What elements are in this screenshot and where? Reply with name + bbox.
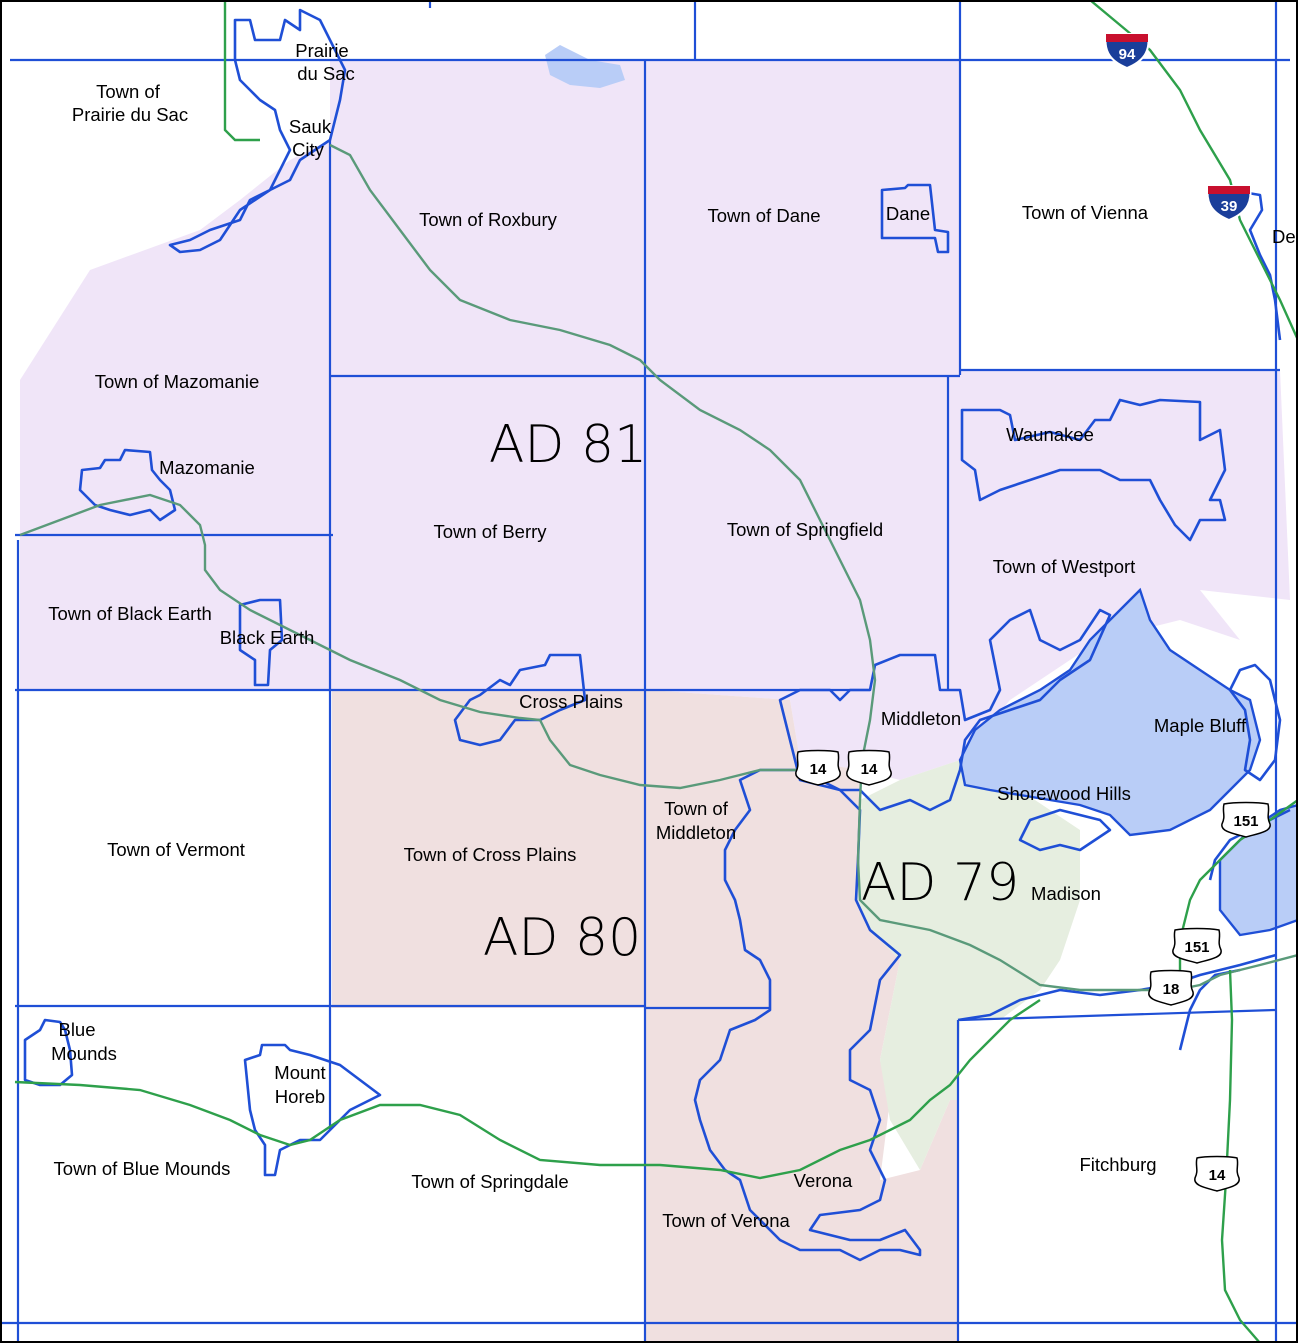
label-black-earth: Black Earth xyxy=(220,627,315,648)
district-label-ad79: AD 79 xyxy=(861,853,1019,913)
interstate-94-number: 94 xyxy=(1119,46,1136,63)
label-de-fragment: De xyxy=(1272,226,1296,247)
label-town-berry: Town of Berry xyxy=(433,521,547,542)
label-fitchburg: Fitchburg xyxy=(1079,1154,1156,1175)
us-14-shield-a: 14 xyxy=(795,749,841,786)
label-town-roxbury: Town of Roxbury xyxy=(419,209,558,230)
us-14-number-b: 14 xyxy=(861,761,878,778)
us-18-shield: 18 xyxy=(1148,969,1194,1006)
label-town-dane: Town of Dane xyxy=(707,205,820,226)
us-14-number-c: 14 xyxy=(1209,1167,1226,1184)
label-blue-mounds-line2: Mounds xyxy=(51,1043,117,1064)
label-town-prairie-du-sac-line2: Prairie du Sac xyxy=(72,104,188,125)
label-prairie-du-sac-line2: du Sac xyxy=(297,63,355,84)
label-maple-bluff: Maple Bluff xyxy=(1154,715,1247,736)
label-town-verona: Town of Verona xyxy=(662,1210,790,1231)
highway-lines xyxy=(14,0,1298,1343)
label-mount-horeb-line2: Horeb xyxy=(275,1086,325,1107)
us-14-shield-c: 14 xyxy=(1194,1155,1240,1192)
label-town-westport: Town of Westport xyxy=(993,556,1136,577)
label-sauk-city-line1: Sauk xyxy=(289,116,332,137)
label-mount-horeb-line1: Mount xyxy=(274,1062,325,1083)
interstate-94-shield: 94 xyxy=(1104,33,1150,70)
label-prairie-du-sac-line1: Prairie xyxy=(295,40,348,61)
label-mazomanie: Mazomanie xyxy=(159,457,255,478)
us-151-number-b: 151 xyxy=(1184,939,1209,956)
district-ad79-area xyxy=(856,760,1080,1170)
label-town-springdale: Town of Springdale xyxy=(411,1171,568,1192)
place-labels: Town of Prairie du Sac Prairie du Sac Sa… xyxy=(48,40,1295,1231)
label-madison: Madison xyxy=(1031,883,1101,904)
district-label-ad81: AD 81 xyxy=(489,415,647,475)
district-label-ad80: AD 80 xyxy=(483,908,641,968)
pond xyxy=(545,45,625,88)
us-18-number: 18 xyxy=(1163,981,1180,998)
label-dane: Dane xyxy=(886,203,930,224)
us-151-number-a: 151 xyxy=(1233,813,1258,830)
interstate-39-number: 39 xyxy=(1221,198,1238,215)
label-town-prairie-du-sac-line1: Town of xyxy=(96,81,161,102)
label-town-black-earth: Town of Black Earth xyxy=(48,603,212,624)
label-shorewood-hills: Shorewood Hills xyxy=(997,783,1131,804)
label-town-springfield: Town of Springfield xyxy=(727,519,883,540)
label-town-mazomanie: Town of Mazomanie xyxy=(95,371,260,392)
us-14-shield-b: 14 xyxy=(846,749,892,786)
label-verona: Verona xyxy=(794,1170,853,1191)
label-cross-plains: Cross Plains xyxy=(519,691,623,712)
label-waunakee: Waunakee xyxy=(1006,424,1094,445)
label-middleton: Middleton xyxy=(881,708,961,729)
label-sauk-city-line2: City xyxy=(292,139,325,160)
lake-mendota xyxy=(958,587,1262,837)
us-14-number-a: 14 xyxy=(810,761,827,778)
us-151-shield-a: 151 xyxy=(1221,801,1271,838)
label-town-blue-mounds: Town of Blue Mounds xyxy=(54,1158,231,1179)
us-151-shield-b: 151 xyxy=(1172,927,1222,964)
label-town-vermont: Town of Vermont xyxy=(107,839,245,860)
interstate-39-shield: 39 xyxy=(1206,185,1252,222)
label-town-middleton-line2: Middleton xyxy=(656,822,736,843)
label-town-vienna: Town of Vienna xyxy=(1022,202,1149,223)
label-blue-mounds-line1: Blue xyxy=(58,1019,95,1040)
label-town-middleton-line1: Town of xyxy=(664,798,729,819)
district-ad81-area xyxy=(20,60,1290,780)
label-town-cross-plains: Town of Cross Plains xyxy=(404,844,577,865)
